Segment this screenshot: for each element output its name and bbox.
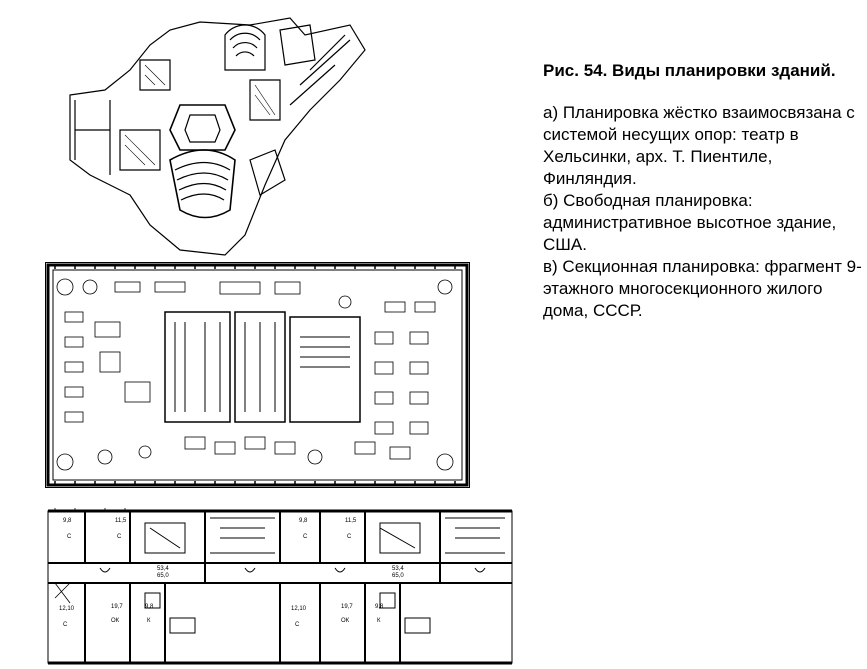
figure-caption: Рис. 54. Виды планировки зданий. а) План… bbox=[543, 60, 863, 322]
caption-item-c: в) Секционная планировка: фрагмент 9-эта… bbox=[543, 257, 862, 320]
room-area-9-8-d: 9,8 bbox=[375, 604, 384, 610]
room-area-65-0-b: 65,0 bbox=[392, 573, 404, 579]
room-type-s-f: С bbox=[295, 622, 300, 628]
room-area-12-10-b: 12,10 bbox=[291, 606, 307, 612]
room-area-9-8-a: 9,8 bbox=[63, 518, 72, 524]
figure-title: Рис. 54. Виды планировки зданий. bbox=[543, 61, 836, 80]
room-area-65-0-a: 65,0 bbox=[157, 573, 169, 579]
caption-item-b: б) Свободная планировка: административно… bbox=[543, 191, 837, 254]
room-type-s-c: С bbox=[63, 622, 68, 628]
room-type-k-b: К bbox=[377, 618, 381, 624]
room-area-11-5-a: 11,5 bbox=[115, 518, 127, 524]
room-area-11-5-b: 11,5 bbox=[345, 518, 357, 524]
room-area-19-7-a: 19,7 bbox=[111, 604, 123, 610]
residential-section-plan: 9,8 С 11,5 С 53,4 65,0 12,10 С 19,7 ОК 9… bbox=[47, 508, 513, 665]
room-type-s-e: С bbox=[347, 534, 352, 540]
caption-item-a: а) Планировка жёстко взаимосвязана с сис… bbox=[543, 103, 855, 188]
room-type-s-d: С bbox=[303, 534, 308, 540]
room-type-s-b: С bbox=[117, 534, 122, 540]
theatre-floor-plan bbox=[69, 17, 366, 256]
room-area-9-8-b: 9,8 bbox=[145, 604, 154, 610]
room-area-53-4-a: 53,4 bbox=[157, 566, 169, 572]
room-type-ok-a: ОК bbox=[111, 618, 120, 624]
room-type-s-a: С bbox=[67, 534, 72, 540]
room-area-12-10-a: 12,10 bbox=[59, 606, 75, 612]
room-type-ok-b: ОК bbox=[341, 618, 350, 624]
room-area-9-8-c: 9,8 bbox=[299, 518, 308, 524]
office-floor-plan bbox=[45, 262, 470, 488]
room-area-53-4-b: 53,4 bbox=[392, 566, 404, 572]
room-type-k-a: К bbox=[147, 618, 151, 624]
room-area-19-7-b: 19,7 bbox=[341, 604, 353, 610]
